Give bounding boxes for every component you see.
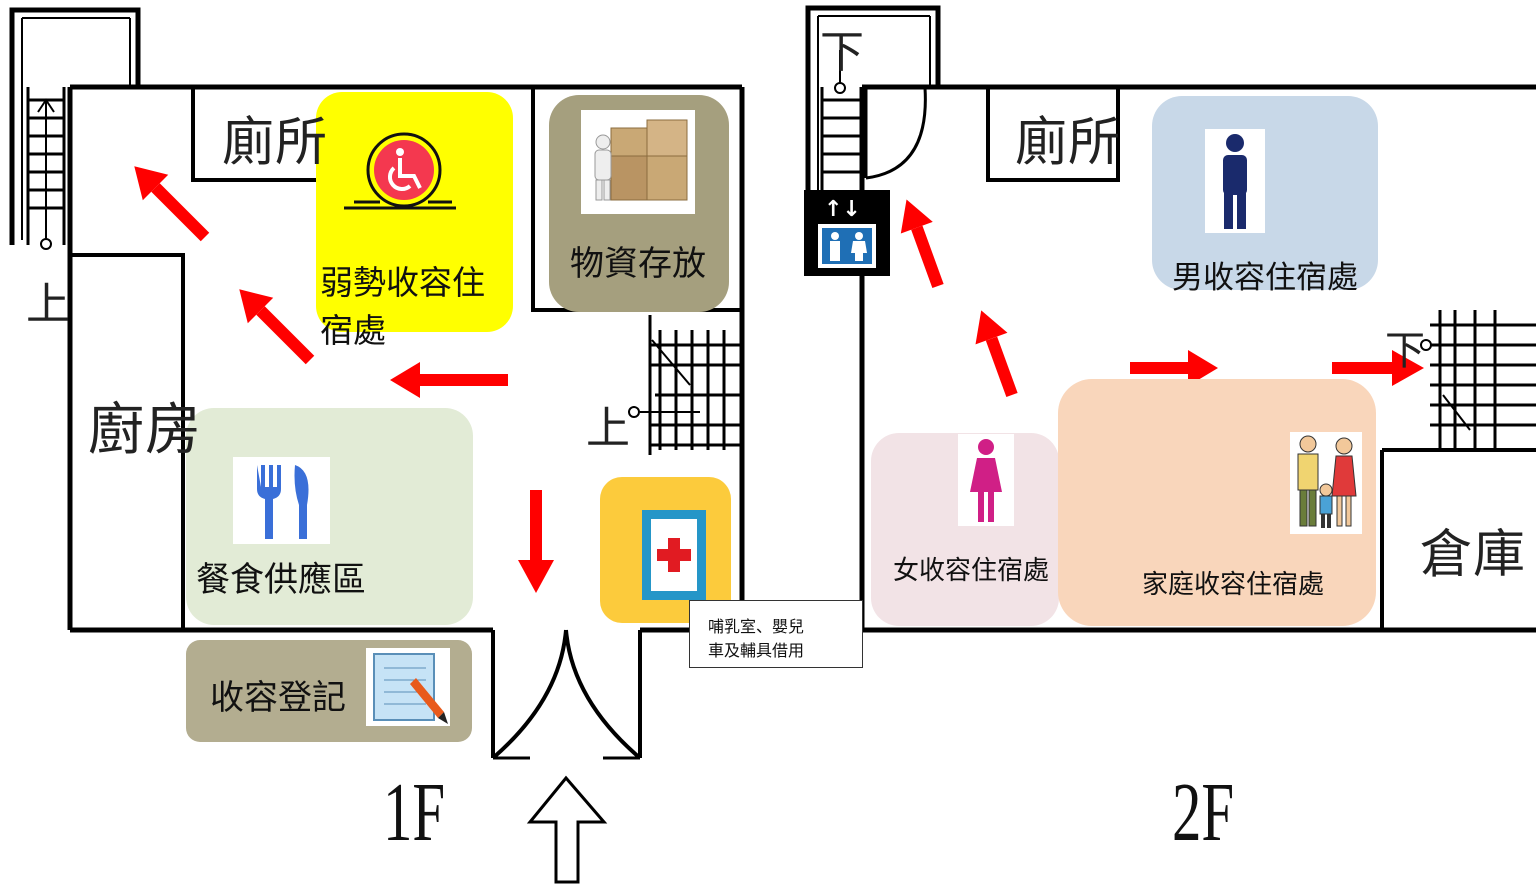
stair-up-label-1f-right: 上	[586, 404, 631, 453]
toilet-1f-label: 廁所	[222, 115, 329, 172]
floor-1-entrance-doors	[491, 629, 642, 760]
stair-up-label-1f-left: 上	[26, 280, 71, 329]
male-icon	[1205, 129, 1265, 233]
first-aid-icon	[642, 510, 706, 600]
floor-2-label: 2F	[1172, 766, 1235, 859]
arrow-1f-down	[518, 490, 554, 593]
boxes-icon	[581, 110, 695, 214]
nursing-room-note-line2: 車及輔具借用	[708, 641, 805, 660]
floor-1-left-stairs	[26, 87, 66, 250]
vulnerable-shelter-label-line2: 宿處	[320, 311, 386, 350]
female-shelter-label: 女收容住宿處	[893, 556, 1050, 586]
family-icon	[1290, 432, 1362, 534]
entrance-arrow-icon	[526, 775, 608, 884]
arrow-1f-top-left	[134, 166, 210, 242]
vulnerable-shelter-zone	[316, 92, 513, 332]
floor-1-walls	[9, 7, 745, 633]
arrow-1f-mid-left	[239, 289, 315, 365]
fork-knife-icon	[233, 457, 330, 544]
vulnerable-shelter-label-line1: 弱勢收容住	[320, 263, 485, 302]
svg-text:↑↓: ↑↓	[824, 197, 861, 222]
arrow-2f-right-1	[1130, 350, 1218, 386]
floor-2-right-stairs	[1420, 310, 1536, 450]
kitchen-label: 廚房	[88, 400, 202, 462]
registration-label: 收容登記	[210, 678, 346, 718]
floor-2-walls	[805, 5, 1536, 633]
nursing-room-note: 哺乳室、嬰兒 車及輔具借用	[689, 600, 863, 668]
arrow-2f-elevator	[900, 199, 944, 289]
male-shelter-label: 男收容住宿處	[1172, 260, 1358, 296]
male-shelter-zone	[1152, 96, 1378, 290]
family-shelter-label: 家庭收容住宿處	[1142, 570, 1325, 600]
stair-down-label-2f-right: 下	[1385, 328, 1426, 373]
female-icon	[958, 434, 1014, 526]
stair-down-label-2f-left: 下	[820, 28, 865, 77]
notebook-pencil-icon	[366, 648, 450, 726]
storage-label: 物資存放	[570, 244, 706, 284]
arrow-2f-right-2	[1332, 350, 1424, 386]
elevator-icon: ↑↓	[804, 190, 890, 276]
garage-label: 倉庫	[1420, 527, 1527, 584]
arrow-2f-up	[975, 310, 1018, 398]
floor-1-right-stairs	[628, 315, 742, 455]
nursing-room-note-line1: 哺乳室、嬰兒	[708, 617, 805, 636]
evacuation-arrows	[134, 166, 1424, 593]
wheelchair-icon	[344, 132, 456, 210]
floor-2-left-stairs	[820, 50, 927, 190]
floor-1-label: 1F	[383, 766, 446, 859]
arrow-1f-horizontal	[390, 362, 508, 398]
dining-label: 餐食供應區	[196, 560, 366, 600]
toilet-2f-label: 廁所	[1015, 115, 1122, 172]
